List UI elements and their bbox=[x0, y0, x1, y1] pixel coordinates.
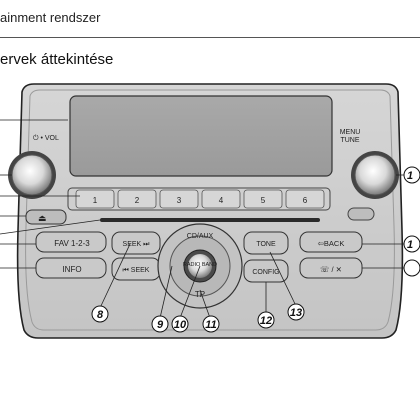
header-title: ainment rendszer bbox=[0, 10, 101, 25]
callout-10: 10 bbox=[174, 319, 187, 331]
radio-band-label: RADIO BAND bbox=[183, 262, 217, 268]
cd-slot bbox=[100, 218, 320, 222]
back-label: ⇦BACK bbox=[318, 239, 345, 248]
callout-right-mid: 1 bbox=[407, 239, 413, 251]
preset-label-6: 6 bbox=[303, 196, 308, 205]
power-vol-label: ⏻ • VOL bbox=[33, 134, 59, 142]
eject-button[interactable] bbox=[25, 209, 67, 225]
callout-8: 8 bbox=[97, 309, 104, 321]
eject-icon: ⏏ bbox=[38, 213, 47, 223]
tone-label: TONE bbox=[256, 241, 276, 248]
display-screen bbox=[69, 95, 333, 177]
callout-13: 13 bbox=[290, 307, 302, 319]
seek-forward-label: SEEK ⏭ bbox=[123, 241, 151, 248]
tp-label: TP bbox=[195, 290, 205, 299]
header-rule bbox=[0, 37, 420, 38]
seek-forward-button[interactable] bbox=[111, 231, 161, 255]
preset-label-3: 3 bbox=[177, 196, 182, 205]
seek-back-label: ⏮ SEEK bbox=[123, 267, 150, 274]
preset-button-5[interactable] bbox=[243, 189, 283, 209]
callout-leader-lines bbox=[99, 174, 406, 319]
fav-button[interactable] bbox=[35, 231, 107, 253]
preset-label-5: 5 bbox=[261, 196, 266, 205]
panel-inner-bevel bbox=[25, 89, 395, 331]
preset-label-2: 2 bbox=[135, 196, 140, 205]
volume-knob[interactable] bbox=[8, 151, 56, 199]
menu-label: MENU bbox=[340, 129, 361, 136]
tone-button[interactable] bbox=[243, 231, 289, 255]
config-label: CONFIG bbox=[252, 269, 279, 276]
menu-tune-knob[interactable] bbox=[351, 151, 399, 199]
left-leader-lines bbox=[0, 119, 101, 269]
preset-button-3[interactable] bbox=[159, 189, 199, 209]
preset-button-4[interactable] bbox=[201, 189, 241, 209]
aux-pill bbox=[347, 207, 375, 221]
page-header: ainment rendszer bbox=[0, 0, 420, 38]
callout-11: 11 bbox=[205, 319, 216, 331]
preset-buttons: 1 2 3 4 5 6 bbox=[75, 189, 325, 209]
tune-label: TUNE bbox=[340, 137, 359, 144]
preset-button-1[interactable] bbox=[75, 189, 115, 209]
phone-label: ☏ / ✕ bbox=[320, 265, 342, 274]
back-button[interactable] bbox=[299, 231, 363, 253]
callout-right-top: 1 bbox=[407, 170, 413, 182]
cd-aux-label: CD/AUX bbox=[187, 233, 214, 240]
preset-label-1: 1 bbox=[93, 196, 98, 205]
section-title: ervek áttekintése bbox=[0, 51, 114, 68]
info-label: INFO bbox=[62, 265, 81, 274]
preset-button-6[interactable] bbox=[285, 189, 325, 209]
callout-12: 12 bbox=[260, 315, 272, 327]
fav-label: FAV 1-2-3 bbox=[54, 239, 90, 248]
preset-label-4: 4 bbox=[219, 196, 224, 205]
preset-button-2[interactable] bbox=[117, 189, 157, 209]
callout-9: 9 bbox=[157, 319, 164, 331]
callouts: 8 9 10 11 12 13 1 1 bbox=[91, 166, 420, 333]
